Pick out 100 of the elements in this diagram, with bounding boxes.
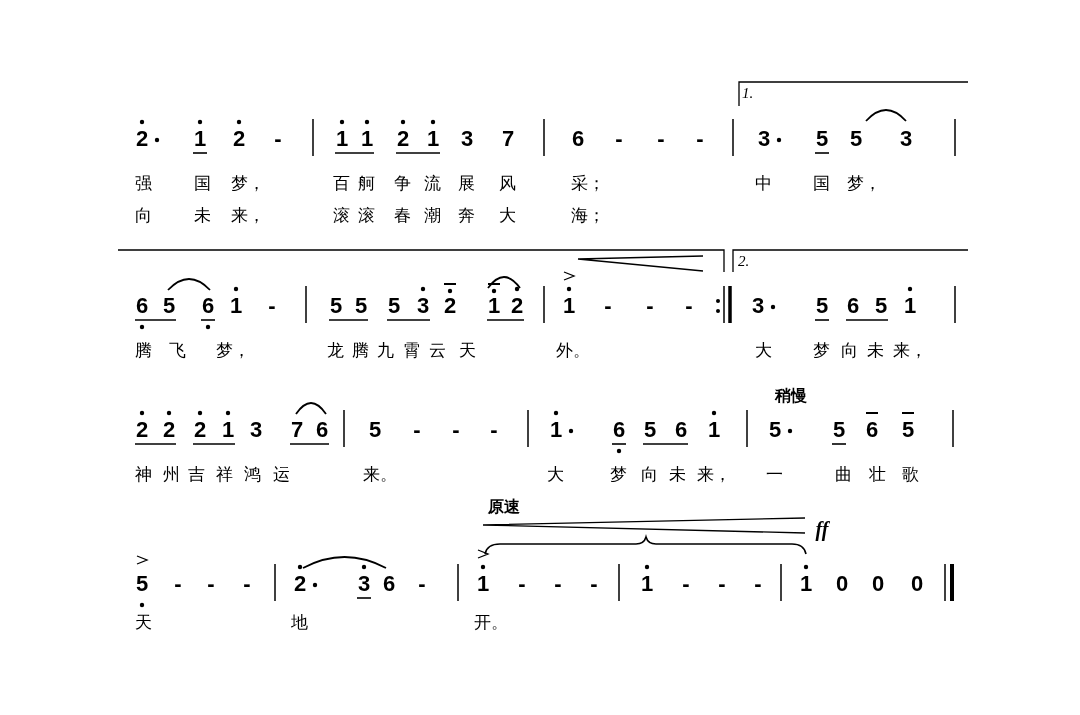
note-number: 6	[865, 419, 879, 441]
note-number: 7	[290, 419, 304, 441]
note-number: 1	[549, 419, 563, 441]
lyric-syllable: 采；	[571, 175, 605, 192]
lyric-syllable: 云	[429, 342, 446, 359]
note-number: 3	[751, 295, 765, 317]
note-extension-dash: -	[490, 419, 498, 441]
note-number: 1	[193, 128, 207, 150]
lyric-syllable: 歌	[902, 466, 919, 483]
note-extension-dash: -	[243, 573, 251, 595]
lyric-syllable: 州	[163, 466, 180, 483]
note-number: 5	[849, 128, 863, 150]
note-number: 5	[901, 419, 915, 441]
lyric-syllable: 中	[755, 175, 772, 192]
note-number: 5	[387, 295, 401, 317]
note-number: 5	[643, 419, 657, 441]
note-extension-dash: -	[207, 573, 215, 595]
note-number: 5	[162, 295, 176, 317]
lyric-syllable: 梦，	[231, 175, 265, 192]
lyric-syllable: 海；	[571, 207, 605, 224]
note-number: 0	[835, 573, 849, 595]
note-number: 1	[799, 573, 813, 595]
note-number: 1	[335, 128, 349, 150]
lyric-syllable: 国	[194, 175, 211, 192]
lyric-syllable: 腾	[135, 342, 152, 359]
note-number: 1	[707, 419, 721, 441]
lyric-syllable: 百	[333, 175, 350, 192]
note-extension-dash: -	[418, 573, 426, 595]
note-number: 6	[571, 128, 585, 150]
note-number: 5	[354, 295, 368, 317]
note-extension-dash: -	[413, 419, 421, 441]
lyric-syllable: 龙	[327, 342, 344, 359]
tempo-marking: 原速	[488, 499, 520, 515]
lyric-syllable: 外。	[556, 342, 590, 359]
note-number: 1	[640, 573, 654, 595]
note-number: 6	[382, 573, 396, 595]
lyric-syllable: 运	[273, 466, 290, 483]
note-number: 0	[871, 573, 885, 595]
lyric-syllable: 大	[499, 207, 516, 224]
lyric-syllable: 祥	[216, 466, 233, 483]
lyric-syllable: 向	[135, 207, 152, 224]
note-number: 2	[135, 419, 149, 441]
note-extension-dash: -	[682, 573, 690, 595]
note-extension-dash: -	[268, 295, 276, 317]
note-number: 6	[846, 295, 860, 317]
note-number: 3	[357, 573, 371, 595]
lyric-syllable: 曲	[835, 466, 852, 483]
note-number: 3	[757, 128, 771, 150]
note-extension-dash: -	[754, 573, 762, 595]
note-extension-dash: -	[685, 295, 693, 317]
note-number: 1	[476, 573, 490, 595]
lyric-syllable: 梦	[610, 466, 627, 483]
lyric-syllable: 天	[459, 342, 476, 359]
note-number: 5	[874, 295, 888, 317]
lyric-syllable: 大	[547, 466, 564, 483]
lyric-syllable: 向	[641, 466, 658, 483]
note-extension-dash: -	[554, 573, 562, 595]
note-number: 5	[368, 419, 382, 441]
note-number: 2	[135, 128, 149, 150]
note-number: 2	[293, 573, 307, 595]
note-number: 5	[768, 419, 782, 441]
lyric-syllable: 梦，	[847, 175, 881, 192]
note-number: 1	[426, 128, 440, 150]
lyric-syllable: 向	[841, 342, 858, 359]
note-number: 5	[832, 419, 846, 441]
lyric-syllable: 一	[766, 466, 783, 483]
lyric-syllable: 流	[424, 175, 441, 192]
volta-number: 2.	[738, 254, 750, 269]
note-number: 1	[229, 295, 243, 317]
note-number: 5	[329, 295, 343, 317]
note-extension-dash: -	[274, 128, 282, 150]
lyric-syllable: 国	[813, 175, 830, 192]
lyric-syllable: 滚	[358, 207, 375, 224]
volta-number: 1.	[742, 86, 754, 101]
note-number: 2	[443, 295, 457, 317]
note-number: 1	[487, 295, 501, 317]
lyric-syllable: 神	[135, 466, 152, 483]
lyric-syllable: 未	[669, 466, 686, 483]
note-number: 6	[135, 295, 149, 317]
note-number: 0	[910, 573, 924, 595]
note-number: 1	[221, 419, 235, 441]
note-number: 7	[501, 128, 515, 150]
lyric-syllable: 春	[394, 207, 411, 224]
lyric-syllable: 来，	[697, 466, 731, 483]
lyric-syllable: 霄	[403, 342, 420, 359]
lyric-syllable: 壮	[869, 466, 886, 483]
note-number: 5	[135, 573, 149, 595]
lyric-syllable: 天	[135, 614, 152, 631]
note-extension-dash: -	[646, 295, 654, 317]
note-number: 1	[360, 128, 374, 150]
lyric-syllable: 争	[394, 175, 411, 192]
note-number: 1	[562, 295, 576, 317]
note-number: 3	[460, 128, 474, 150]
lyric-syllable: 飞	[169, 342, 186, 359]
note-number: 2	[232, 128, 246, 150]
lyric-syllable: 未	[194, 207, 211, 224]
note-extension-dash: -	[518, 573, 526, 595]
note-extension-dash: -	[718, 573, 726, 595]
lyric-syllable: 未	[867, 342, 884, 359]
lyric-syllable: 梦	[813, 342, 830, 359]
